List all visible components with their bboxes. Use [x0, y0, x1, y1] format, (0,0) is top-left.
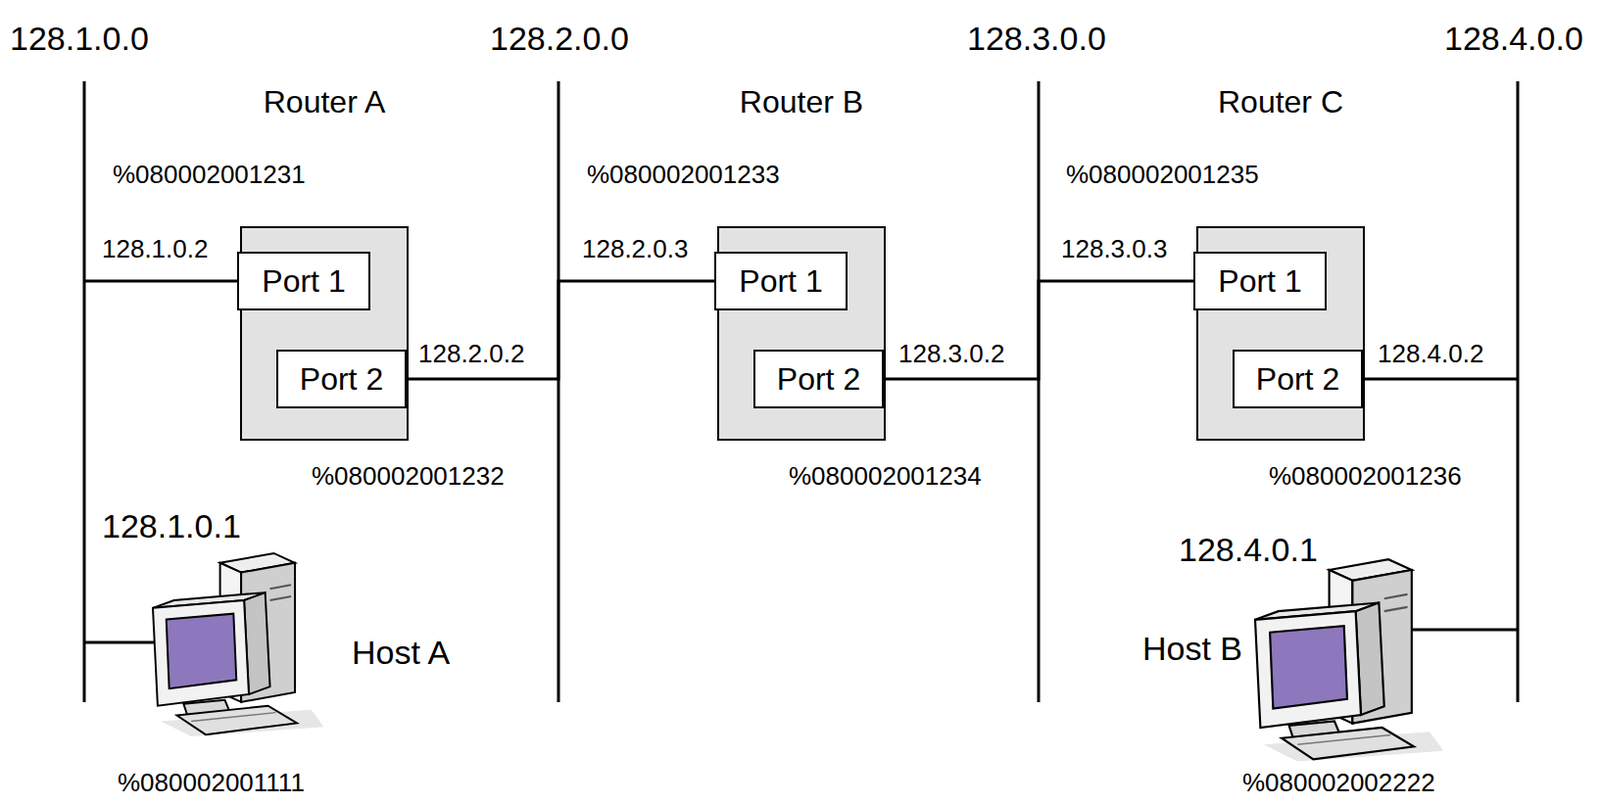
host-name: Host B — [1142, 630, 1243, 669]
host-ip-address: 128.1.0.1 — [101, 507, 242, 546]
router-box: Router APort 1Port 2 — [240, 226, 409, 441]
port-box: Port 1 — [714, 251, 848, 311]
port-wire — [1362, 378, 1518, 382]
port-name: Port 1 — [1217, 263, 1302, 299]
port-box: Port 1 — [237, 251, 371, 311]
host-wire — [84, 641, 155, 645]
port-name: Port 1 — [261, 263, 345, 299]
mac-address: %080002001231 — [112, 160, 306, 191]
network-address: 128.3.0.0 — [967, 19, 1107, 58]
network-segment — [1037, 81, 1041, 703]
port-box: Port 2 — [753, 349, 884, 409]
router-box: Router CPort 1Port 2 — [1196, 226, 1365, 441]
port-box: Port 2 — [276, 349, 407, 409]
router-name: Router A — [263, 84, 387, 120]
host-wire — [1410, 629, 1518, 632]
port-name: Port 2 — [776, 361, 861, 397]
mac-address: %080002001236 — [1268, 462, 1462, 492]
ip-address: 128.2.0.2 — [418, 339, 525, 370]
ip-address: 128.2.0.3 — [581, 235, 688, 265]
network-segment — [83, 81, 87, 703]
network-address: 128.4.0.0 — [1444, 19, 1584, 58]
computer-icon — [152, 553, 324, 737]
host-name: Host A — [351, 633, 450, 673]
port-box: Port 1 — [1193, 251, 1327, 311]
network-address: 128.1.0.0 — [9, 19, 149, 58]
port-name: Port 2 — [1256, 361, 1340, 397]
network-segment — [557, 81, 561, 703]
ip-address: 128.3.0.3 — [1061, 235, 1167, 265]
mac-address: %080002001235 — [1066, 160, 1260, 191]
port-box: Port 2 — [1232, 349, 1363, 409]
ip-address: 128.1.0.2 — [101, 235, 208, 265]
mac-address: %080002001232 — [311, 462, 505, 492]
host-ip-address: 128.4.0.1 — [1178, 531, 1318, 570]
ip-address: 128.4.0.2 — [1377, 339, 1484, 370]
mac-address: %080002002222 — [1242, 769, 1436, 799]
ip-address: 128.3.0.2 — [898, 339, 1005, 370]
network-link — [406, 281, 715, 380]
mac-address: %080002001111 — [117, 769, 305, 799]
network-segment — [1516, 81, 1520, 703]
computer-icon — [1255, 559, 1444, 762]
port-wire — [84, 280, 238, 284]
mac-address: %080002001234 — [788, 462, 982, 492]
router-name: Router C — [1217, 84, 1344, 120]
port-name: Port 2 — [299, 361, 384, 397]
network-address: 128.2.0.0 — [489, 19, 630, 58]
mac-address: %080002001233 — [586, 160, 780, 191]
port-name: Port 1 — [738, 263, 823, 299]
router-name: Router B — [739, 84, 864, 120]
router-box: Router BPort 1Port 2 — [717, 226, 886, 441]
network-link — [883, 281, 1194, 380]
